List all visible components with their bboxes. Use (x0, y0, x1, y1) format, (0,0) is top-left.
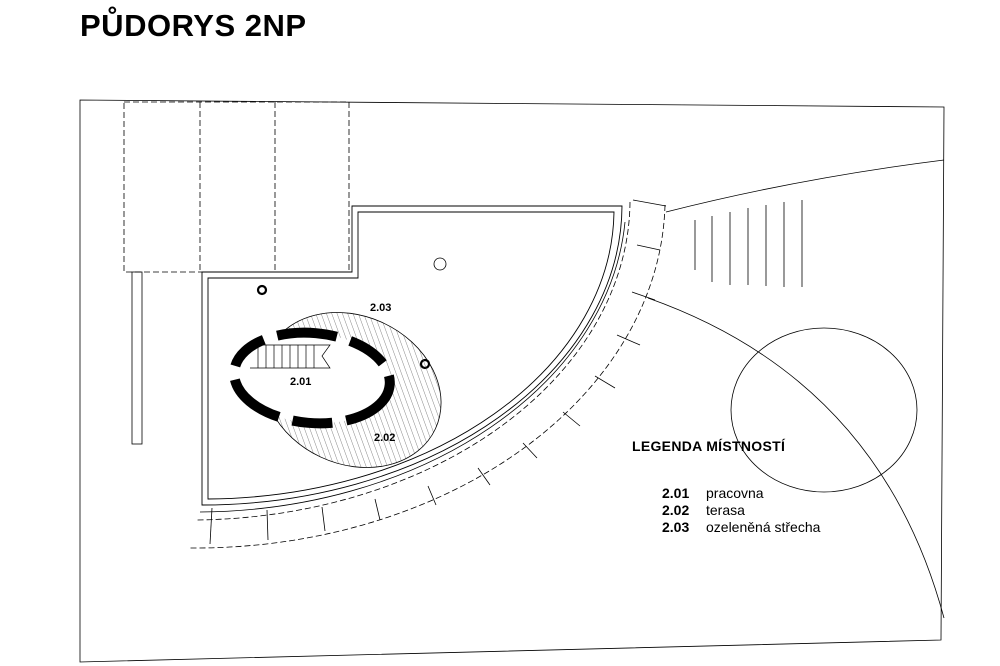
legend-title: LEGENDA MÍSTNOSTÍ (632, 438, 786, 454)
legend-room-name: ozeleněná střecha (706, 518, 821, 535)
garden-features (647, 159, 945, 619)
page-title: PŮDORYS 2NP (80, 8, 307, 43)
room-label-2-02: 2.02 (374, 432, 395, 444)
study-wall (229, 327, 395, 429)
study-inner (234, 332, 390, 424)
site-boundary (79, 99, 945, 663)
paving-band (189, 199, 667, 549)
pillar (131, 271, 143, 445)
legend-row: 2.03 ozeleněná střecha (662, 518, 820, 535)
roof-drain-1 (256, 284, 268, 296)
legend-room-name: terasa (706, 501, 745, 518)
room-label-2-01: 2.01 (290, 376, 311, 388)
legend-row: 2.02 terasa (662, 501, 820, 518)
building-outline (201, 205, 623, 506)
room-legend: 2.01 pracovna 2.02 terasa 2.03 ozeleněná… (662, 484, 820, 535)
legend-code: 2.03 (662, 518, 690, 535)
staircase (250, 344, 331, 369)
roof-skylight (433, 257, 447, 271)
legend-code: 2.02 (662, 501, 690, 518)
legend-code: 2.01 (662, 484, 690, 501)
legend-row: 2.01 pracovna (662, 484, 820, 501)
legend-room-name: pracovna (706, 484, 764, 501)
room-label-2-03: 2.03 (370, 302, 391, 314)
dashed-pergola (123, 101, 350, 273)
